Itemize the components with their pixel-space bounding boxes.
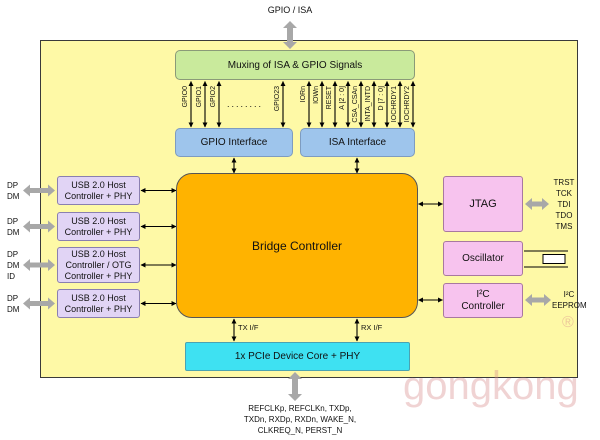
usb-pin-labels: DP DM ID xyxy=(7,249,19,282)
usb-block-line: USB 2.0 Host xyxy=(71,179,126,190)
isa-signal-label: INTA_INTD xyxy=(365,86,372,122)
gpio-signal-label: GPIO2 xyxy=(210,86,217,108)
gpio-isa-external-arrow xyxy=(283,21,297,49)
pin-label: TDO xyxy=(555,210,573,220)
usb-pin-labels: DP DM xyxy=(7,293,19,315)
pin-label: DP xyxy=(7,216,19,226)
tx-interface-label: TX I/F xyxy=(238,323,259,332)
pin-label: DM xyxy=(7,227,20,237)
gpio-signal-arrows xyxy=(188,81,286,128)
pcie-signal-line: REFCLKp, REFCLKn, TXDp, xyxy=(248,404,352,413)
pcie-core-label: 1x PCIe Device Core + PHY xyxy=(234,351,361,362)
pcie-external-arrow xyxy=(288,372,302,401)
gpio-interface-block: GPIO Interface xyxy=(175,128,293,157)
jtag-external-arrow xyxy=(525,198,549,210)
pcie-signal-line: TXDn, RXDp, RXDn, WAKE_N, xyxy=(243,415,357,424)
usb-block-line: USB 2.0 Host xyxy=(71,292,126,303)
pin-label: DP xyxy=(7,293,19,303)
i2c-block-line: I²C xyxy=(476,288,490,300)
gpio-signal-label: GPIO0 xyxy=(182,86,189,108)
pin-label: TMS xyxy=(555,221,573,231)
isa-signal-label: A [2 : 0] xyxy=(339,86,346,110)
usb-block-line: Controller / OTG xyxy=(65,259,132,270)
isa-signal-arrows xyxy=(306,81,416,128)
oscillator-block: Oscillator xyxy=(443,241,523,276)
usb-host-block: USB 2.0 Host Controller + PHY xyxy=(57,212,140,241)
isa-signal-label: IORn xyxy=(300,86,307,103)
isa-signal-label: IOCHRDY2 xyxy=(404,86,411,123)
usb-block-line: Controller + PHY xyxy=(64,226,133,237)
usb-host-block: USB 2.0 Host Controller + PHY xyxy=(57,176,140,205)
eeprom-label-line: EEPROM xyxy=(552,301,587,310)
pin-label: TCK xyxy=(556,188,572,198)
usb-block-line: Controller + PHY xyxy=(64,303,133,314)
usb-block-line: USB 2.0 Host xyxy=(71,215,126,226)
pin-label: DM xyxy=(7,191,20,201)
isa-signal-label: RESET xyxy=(326,86,333,110)
isa-interface-label: ISA Interface xyxy=(328,137,387,148)
eeprom-labels: I²C EEPROM xyxy=(552,289,587,311)
pin-label: ID xyxy=(7,271,15,281)
oscillator-label: Oscillator xyxy=(462,252,504,264)
isa-signal-label: D [7 : 0] xyxy=(378,86,385,111)
top-signal-label: GPIO / ISA xyxy=(267,5,313,15)
i2c-block-line: Controller xyxy=(461,300,505,312)
internal-bus-arrows xyxy=(140,157,443,342)
usb3-external-arrow xyxy=(23,259,55,271)
crystal-body xyxy=(542,254,566,264)
gpio-interface-label: GPIO Interface xyxy=(200,137,268,148)
gpio-signal-ellipsis: ........ xyxy=(227,99,264,109)
jtag-label: JTAG xyxy=(469,198,497,210)
jtag-pin-labels: TRST TCK TDI TDO TMS xyxy=(549,177,579,232)
usb-block-line: USB 2.0 Host xyxy=(71,248,126,259)
usb-pin-labels: DP DM xyxy=(7,180,19,202)
pin-label: DP xyxy=(7,180,19,190)
mux-block-label: Muxing of ISA & GPIO Signals xyxy=(227,59,363,71)
pin-label: TDI xyxy=(557,199,571,209)
pin-label: DP xyxy=(7,249,19,259)
pin-label: DM xyxy=(7,304,20,314)
usb-block-line: Controller + PHY xyxy=(64,190,133,201)
pcie-signal-line: CLKREQ_N, PERST_N xyxy=(257,426,343,435)
usb-pin-labels: DP DM xyxy=(7,216,19,238)
pcie-signal-list: REFCLKp, REFCLKn, TXDp, TXDn, RXDp, RXDn… xyxy=(200,403,400,436)
rx-interface-label: RX I/F xyxy=(361,323,383,332)
gpio-signal-label: GPIO23 xyxy=(274,86,281,112)
bridge-controller-block: Bridge Controller xyxy=(176,173,418,318)
jtag-block: JTAG xyxy=(443,176,523,232)
isa-signal-label: CSA_CSAn xyxy=(352,86,359,123)
eeprom-label-line: I²C xyxy=(563,290,575,299)
isa-signal-label: IOCHRDY1 xyxy=(391,86,398,123)
crystal-icon xyxy=(524,250,568,268)
bridge-controller-label: Bridge Controller xyxy=(251,238,343,253)
gpio-signal-label: GPIO1 xyxy=(196,86,203,108)
external-arrows xyxy=(23,21,551,401)
usb4-external-arrow xyxy=(23,297,55,310)
pcie-core-block: 1x PCIe Device Core + PHY xyxy=(185,342,410,371)
usb1-external-arrow xyxy=(23,184,55,197)
usb-block-line: Controller + PHY xyxy=(64,270,133,281)
usb-otg-block: USB 2.0 Host Controller / OTG Controller… xyxy=(57,247,140,283)
pin-label: DM xyxy=(7,260,20,270)
eeprom-external-arrow xyxy=(525,294,551,306)
pin-label: TRST xyxy=(553,177,575,187)
usb-host-block: USB 2.0 Host Controller + PHY xyxy=(57,289,140,318)
usb2-external-arrow xyxy=(23,220,55,233)
isa-interface-block: ISA Interface xyxy=(300,128,415,157)
isa-signal-label: IOWn xyxy=(313,86,320,104)
mux-block: Muxing of ISA & GPIO Signals xyxy=(175,50,415,80)
i2c-controller-block: I²C Controller xyxy=(443,283,523,318)
